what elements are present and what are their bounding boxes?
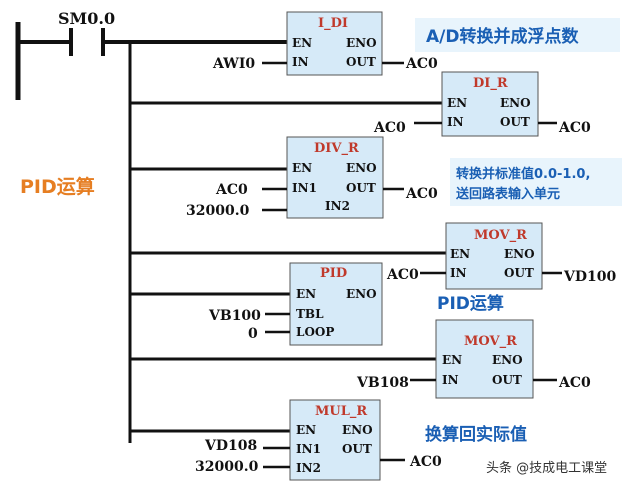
block-mul-r: [289, 399, 381, 481]
pin-label: EN: [292, 161, 312, 175]
note-convert-back: 换算回实际值: [425, 424, 527, 445]
block-title: DIV_R: [314, 141, 359, 156]
operand-value: 32000.0: [186, 203, 250, 219]
block-title: I_DI: [318, 16, 348, 31]
operand-value: VD100: [563, 269, 616, 285]
pin-label: OUT: [342, 442, 372, 456]
block-mov-r-2: [435, 319, 534, 399]
note-standardize-line2: 送回路表输入单元: [455, 186, 560, 202]
pin-label: ENO: [346, 287, 377, 301]
pin-label: LOOP: [296, 325, 334, 339]
operand-value: AC0: [373, 120, 406, 136]
operand-value: AC0: [409, 454, 442, 470]
block-title: MOV_R: [464, 334, 517, 349]
pin-label: OUT: [346, 181, 376, 195]
note-ad-convert: A/D转换并成浮点数: [426, 26, 579, 47]
pin-label: EN: [447, 96, 467, 110]
pin-label: IN: [447, 115, 464, 129]
pin-label: EN: [296, 287, 316, 301]
pin-label: ENO: [492, 353, 523, 367]
operand-value: VB100: [208, 308, 261, 324]
note-box: [450, 158, 622, 206]
pin-label: ENO: [346, 161, 377, 175]
operand-value: VB108: [356, 375, 409, 391]
pin-label: IN2: [325, 199, 350, 213]
operand-value: AC0: [558, 120, 591, 136]
operand-value: AC0: [558, 375, 591, 391]
block-di-r: [441, 71, 539, 137]
operand-value: VD108: [204, 438, 257, 454]
pin-label: IN2: [296, 461, 321, 475]
contact-label: SM0.0: [58, 9, 115, 28]
operand-value: AC0: [405, 186, 438, 202]
note-pid-calc: PID运算: [437, 293, 504, 314]
operand-value: AC0: [386, 267, 419, 283]
block-pid: [289, 262, 383, 346]
pin-label: EN: [296, 423, 316, 437]
pin-label: EN: [450, 247, 470, 261]
pin-label: ENO: [342, 423, 373, 437]
block-div-r: [286, 136, 384, 219]
pin-label: IN: [450, 266, 467, 280]
note-box: [415, 18, 620, 52]
pin-label: IN: [292, 55, 309, 69]
operand-value: AC0: [405, 56, 438, 72]
block-title: DI_R: [473, 76, 508, 91]
pin-label: ENO: [346, 36, 377, 50]
block-title: PID: [320, 266, 347, 281]
pin-label: IN: [442, 373, 459, 387]
block-title: MOV_R: [474, 228, 527, 243]
pin-label: IN1: [292, 181, 317, 195]
operand-value: 0: [248, 326, 258, 342]
pin-label: TBL: [296, 307, 324, 321]
pin-label: OUT: [492, 373, 522, 387]
section-label: PID运算: [20, 175, 95, 198]
block-mov-r-1: [445, 222, 543, 290]
pin-label: OUT: [346, 55, 376, 69]
note-standardize-line1: 转换并标准值0.0-1.0,: [456, 166, 590, 182]
pin-label: EN: [292, 36, 312, 50]
operand-value: AWI0: [212, 56, 255, 72]
block-i-di: [286, 11, 383, 76]
pin-label: ENO: [504, 247, 535, 261]
watermark: 头条 @技成电工课堂: [486, 460, 607, 476]
operand-value: AC0: [215, 182, 248, 198]
pin-label: OUT: [504, 266, 534, 280]
pin-label: IN1: [296, 442, 321, 456]
operand-value: 32000.0: [195, 459, 259, 475]
pin-label: OUT: [500, 115, 530, 129]
pin-label: EN: [442, 353, 462, 367]
pin-label: ENO: [500, 96, 531, 110]
block-title: MUL_R: [315, 404, 367, 419]
